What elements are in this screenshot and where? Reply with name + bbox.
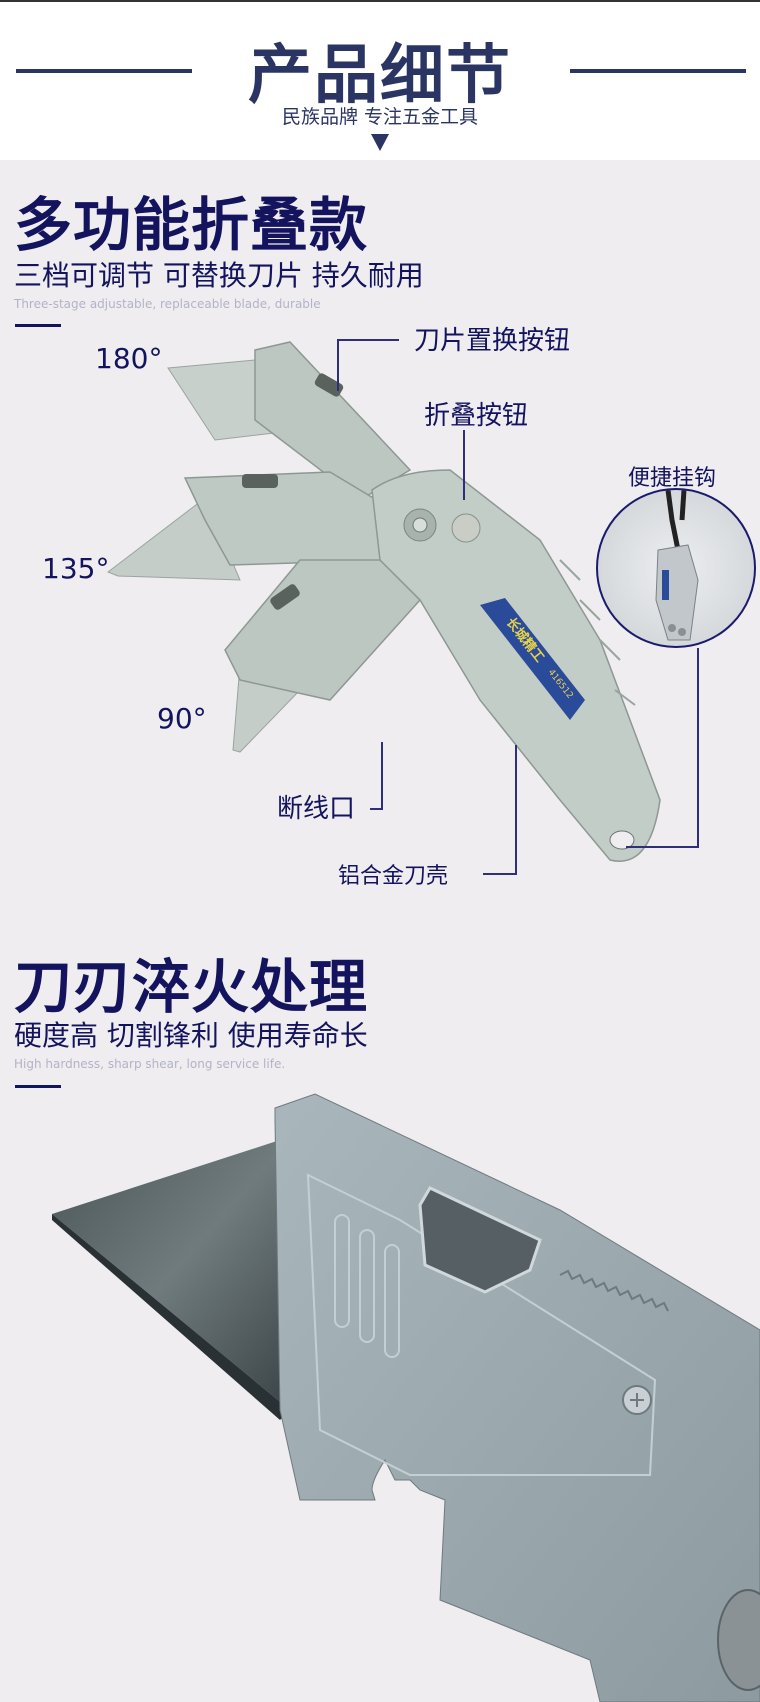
- callout-line-alloy-v: [515, 745, 517, 875]
- callout-line-blade-replace-v: [337, 339, 339, 391]
- callout-line-hook-h: [626, 846, 699, 848]
- section2-subtitle: 硬度高 切割锋利 使用寿命长: [14, 1019, 368, 1052]
- callout-line-alloy-h: [483, 873, 517, 875]
- section1-divider: [15, 324, 61, 327]
- header-right-rule: [570, 69, 746, 73]
- angle-135-label: 135°: [42, 552, 110, 585]
- top-border: [0, 0, 760, 2]
- callout-hook: 便捷挂钩: [628, 466, 717, 491]
- section1-subtitle: 三档可调节 可替换刀片 持久耐用: [14, 259, 424, 292]
- callout-wire-cutter: 断线口: [277, 794, 356, 824]
- angle-180-label: 180°: [95, 342, 163, 375]
- section1-title: 多功能折叠款: [14, 191, 369, 259]
- callout-line-fold-button: [463, 430, 465, 500]
- section1-english: Three-stage adjustable, replaceable blad…: [14, 297, 321, 311]
- callout-line-blade-replace-h: [337, 339, 399, 341]
- header-left-rule: [16, 69, 192, 73]
- section2-title: 刀刃淬火处理: [14, 953, 369, 1021]
- angle-90-label: 90°: [157, 702, 207, 735]
- callout-blade-replace-button: 刀片置换按钮: [414, 326, 571, 356]
- chevron-down-icon: [371, 134, 389, 151]
- callout-alloy-shell: 铝合金刀壳: [338, 864, 449, 889]
- callout-line-hook-v: [697, 648, 699, 848]
- hook-inset-photo: [596, 488, 756, 648]
- blade-closeup-photo: [52, 1093, 760, 1702]
- section2-divider: [15, 1085, 61, 1088]
- page-subtitle: 民族品牌 专注五金工具: [281, 106, 479, 128]
- page-title: 产品细节: [248, 39, 512, 113]
- folding-knife-illustration: 长城精工 416512: [106, 341, 661, 862]
- callout-fold-button: 折叠按钮: [424, 401, 529, 431]
- page-header: 产品细节 民族品牌 专注五金工具: [0, 2, 760, 160]
- callout-line-wire-cutter-v: [381, 742, 383, 810]
- section2-english: High hardness, sharp shear, long service…: [14, 1057, 286, 1071]
- callout-line-wire-cutter-h: [370, 808, 383, 810]
